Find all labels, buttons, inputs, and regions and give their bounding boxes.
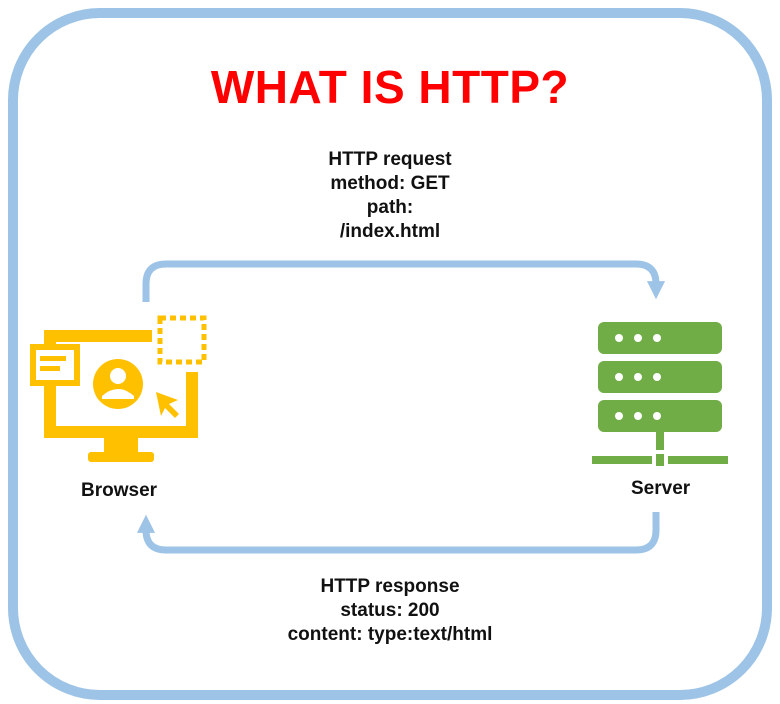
browser-label: Browser: [81, 480, 158, 501]
request-line: path:: [366, 197, 414, 218]
response-details: HTTP response status: 200 content: type:…: [240, 575, 540, 647]
response-line: content: type:text/html: [287, 624, 493, 645]
request-line: HTTP request: [328, 149, 452, 170]
request-details: HTTP request method: GET path: /index.ht…: [240, 148, 540, 244]
response-arrow: [136, 512, 660, 554]
server-rack-icon: [592, 322, 728, 466]
server-label: Server: [631, 478, 691, 499]
request-line: /index.html: [339, 221, 441, 242]
response-line: status: 200: [340, 600, 440, 621]
page-title: WHAT IS HTTP?: [210, 61, 570, 113]
response-line: HTTP response: [320, 576, 460, 597]
request-line: method: GET: [330, 173, 450, 194]
request-arrow: [142, 260, 666, 302]
browser-monitor-icon: [30, 315, 207, 462]
